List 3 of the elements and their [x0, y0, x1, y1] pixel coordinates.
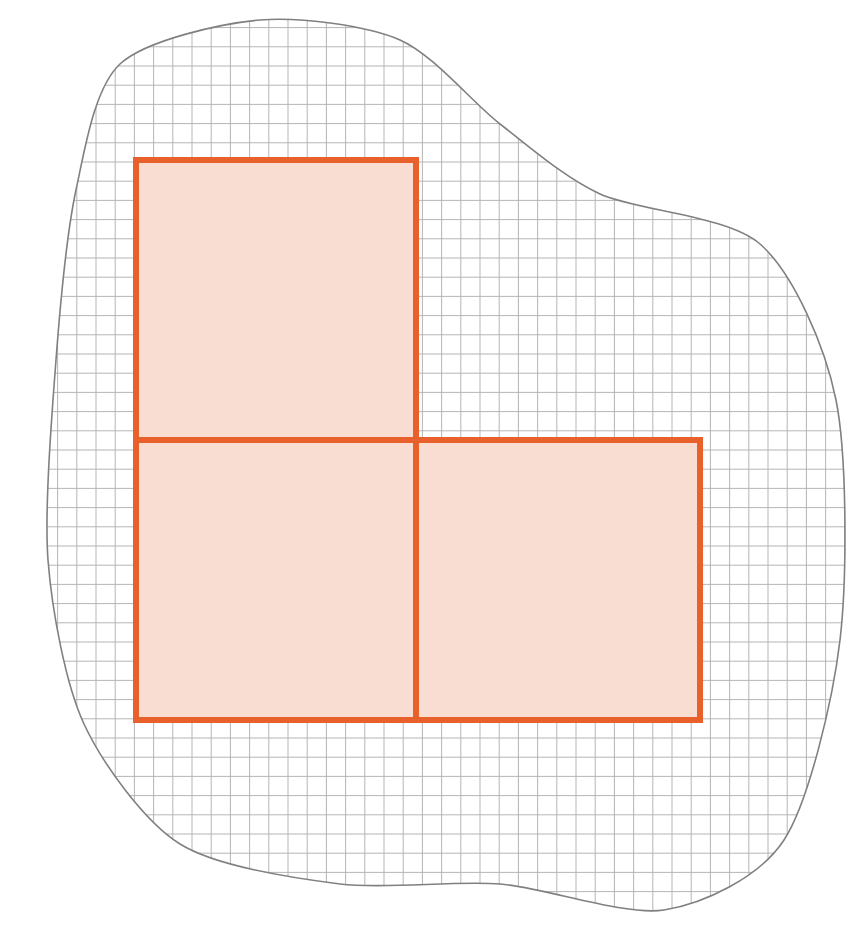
square-tile — [133, 437, 419, 723]
square-tile — [133, 157, 419, 443]
square-tile — [413, 437, 703, 723]
